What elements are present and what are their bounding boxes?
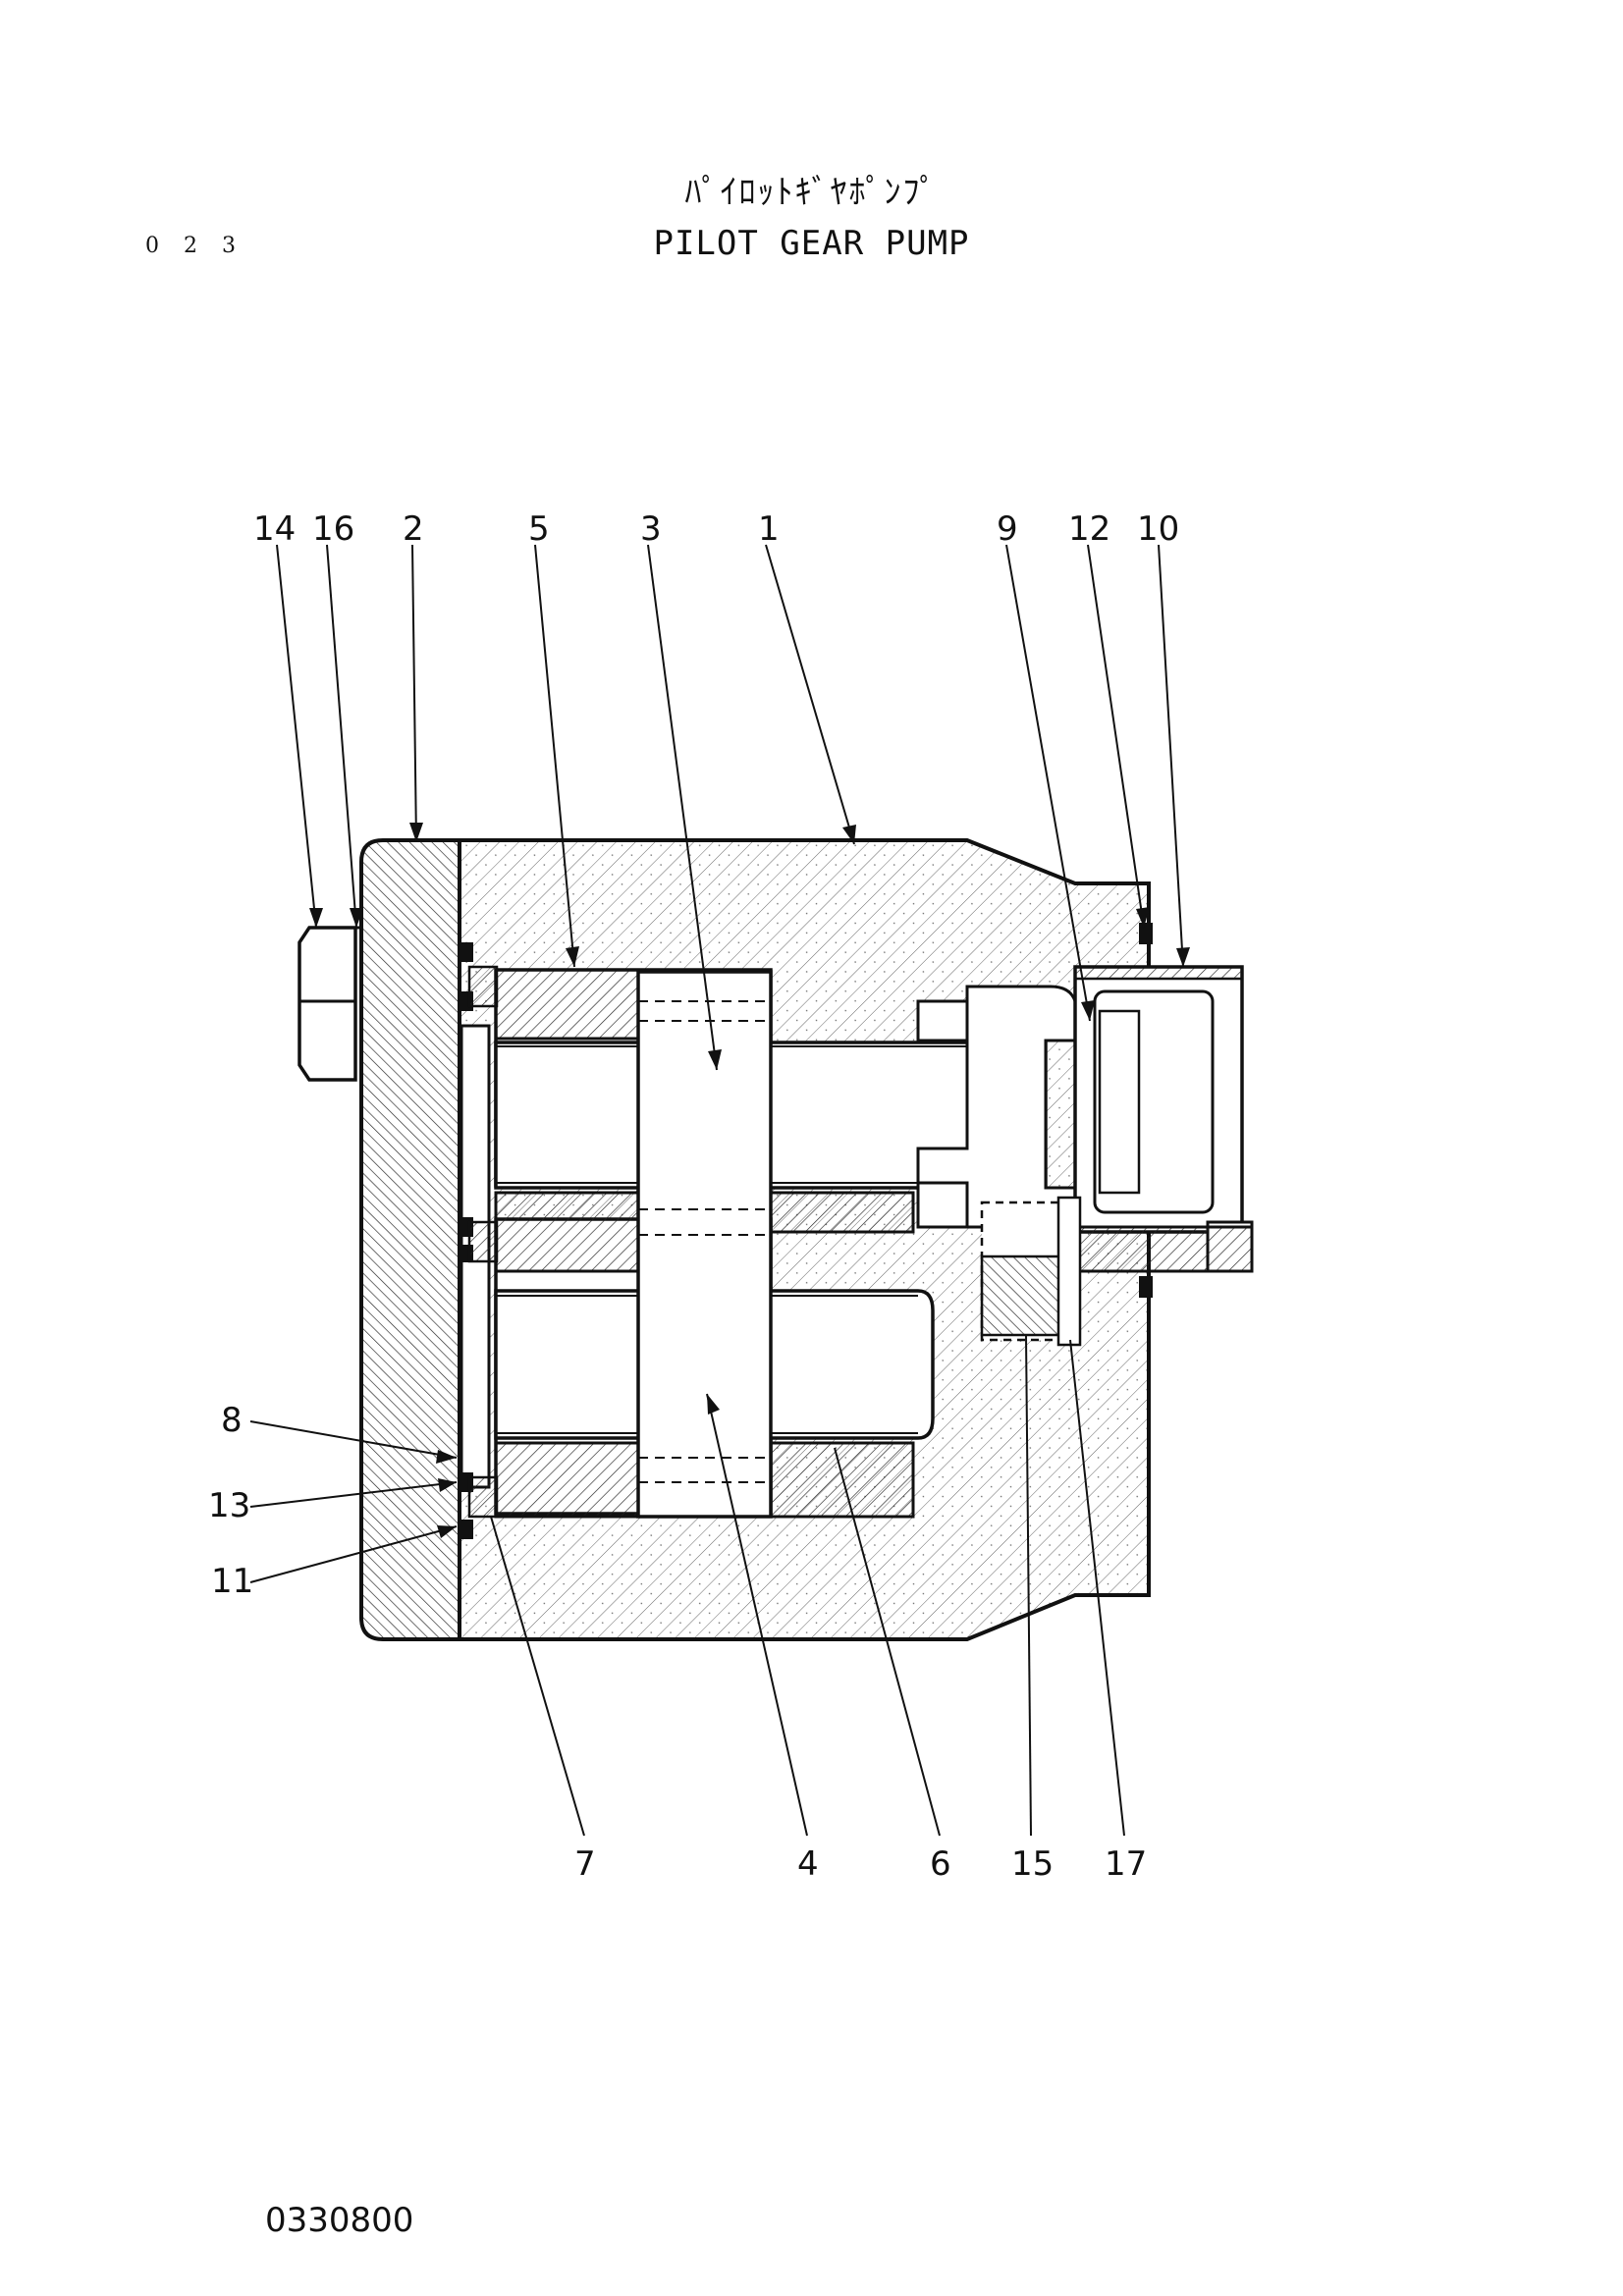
callout-top-7: 9 (997, 509, 1018, 549)
callout-bottom-2: 4 (797, 1844, 819, 1884)
bolt-head (298, 926, 357, 1082)
middle-bushing (494, 1191, 640, 1273)
callout-bottom-3: 6 (930, 1844, 951, 1884)
seal-rings (460, 923, 1153, 1539)
callout-bottom-1: 7 (574, 1844, 596, 1884)
callout-top-4: 5 (528, 509, 550, 549)
page-number: 0 2 3 (145, 234, 244, 258)
callout-top-8: 12 (1068, 509, 1110, 549)
callout-top-5: 3 (640, 509, 662, 549)
callout-bottom-4: 15 (1011, 1844, 1054, 1884)
callout-left-1: 8 (221, 1401, 243, 1440)
callout-left-3: 11 (211, 1562, 253, 1601)
leader-arrowheads (309, 823, 1190, 1538)
valve-pin (1056, 1196, 1082, 1347)
leader-lines (249, 544, 1184, 1837)
callout-top-9: 10 (1137, 509, 1179, 549)
callout-top-3: 2 (403, 509, 424, 549)
title-japanese: ﾊﾟｲﾛｯﾄｷﾞﾔﾎﾟﾝﾌﾟ (684, 173, 939, 212)
upper-bushing (494, 968, 640, 1041)
callout-top-6: 1 (758, 509, 780, 549)
lower-bushing (494, 1441, 640, 1519)
callout-bottom-5: 17 (1105, 1844, 1147, 1884)
callout-labels: 14 16 2 5 3 1 9 12 10 8 13 11 7 4 6 15 1… (208, 509, 1179, 1884)
drawing-number: 0330800 (265, 2201, 414, 2240)
callout-top-2: 16 (312, 509, 354, 549)
callout-left-2: 13 (208, 1486, 250, 1525)
cover-plate (359, 838, 461, 1641)
callout-top-1: 14 (253, 509, 296, 549)
gear-pair (636, 970, 773, 1519)
title-english: PILOT GEAR PUMP (653, 224, 970, 263)
